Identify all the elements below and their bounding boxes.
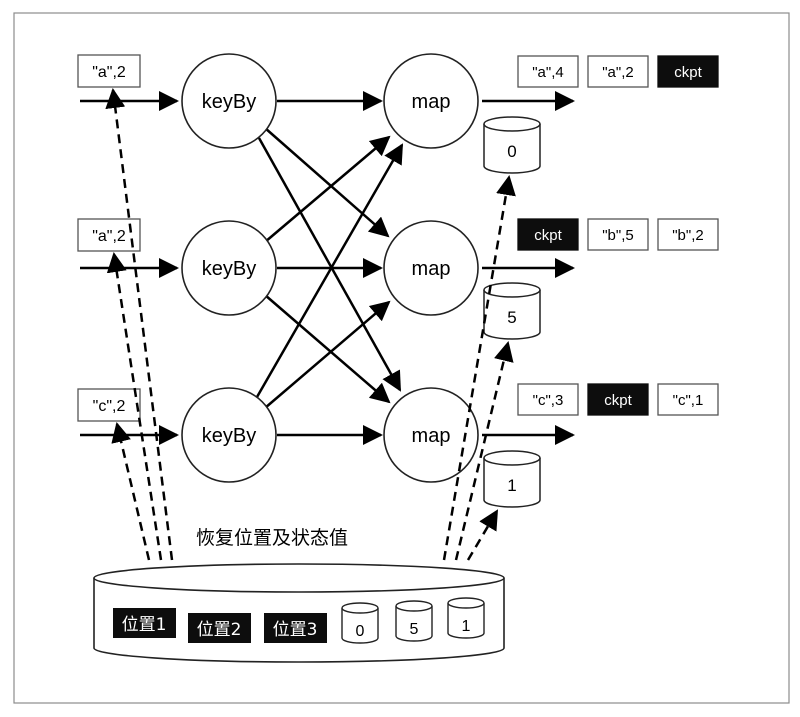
- map-operator-3: map: [383, 387, 479, 483]
- output-record: [517, 383, 579, 416]
- map-label: map: [412, 258, 451, 280]
- keyby-label: keyBy: [202, 91, 256, 113]
- edge-k2-m1: [264, 135, 391, 243]
- output-record-label: "b",2: [672, 227, 704, 244]
- checkpoint-barrier-label: ckpt: [534, 227, 562, 244]
- state-cylinder-1: 0: [483, 116, 541, 174]
- keyby-label: keyBy: [202, 258, 256, 280]
- edge-k3-m2: [264, 300, 391, 409]
- output-record: [587, 218, 649, 251]
- restore-arrow-state-2: [454, 341, 514, 561]
- stored-position-label: 位置1: [122, 615, 167, 635]
- stored-position-label: 位置3: [273, 620, 318, 640]
- keyby-operator-2: keyBy: [181, 220, 277, 316]
- edge-k2-m3: [264, 294, 391, 404]
- keyby-operator-3: keyBy: [181, 387, 277, 483]
- keyby-operator-1: keyBy: [181, 53, 277, 149]
- stored-position-2: [188, 613, 251, 643]
- checkpoint-barrier: [517, 218, 579, 251]
- restore-position-arrows: [105, 88, 174, 561]
- state-value: 0: [507, 142, 516, 161]
- restore-arrow-state-3: [466, 509, 499, 561]
- output-row-2: ckpt "b",5 "b",2: [517, 218, 719, 251]
- output-record: [587, 55, 649, 88]
- checkpoint-barrier-label: ckpt: [674, 64, 702, 81]
- output-record-label: "a",4: [532, 64, 564, 81]
- restore-label: 恢复位置及状态值: [196, 527, 348, 549]
- output-record-label: "c",3: [533, 392, 564, 409]
- stored-state-1: 0: [341, 602, 379, 644]
- output-record-label: "b",5: [602, 227, 634, 244]
- checkpoint-barrier: [587, 383, 649, 416]
- state-value: 1: [507, 476, 516, 495]
- restore-arrow-input-1: [105, 88, 174, 561]
- map-operator-2: map: [383, 220, 479, 316]
- restore-arrow-input-2: [106, 252, 163, 561]
- input-record-label: "a",2: [92, 64, 126, 81]
- output-record-label: "c",1: [673, 392, 704, 409]
- edge-k1-m2: [264, 127, 390, 238]
- state-cylinder-2: 5: [483, 282, 541, 340]
- stored-position-label: 位置2: [197, 620, 242, 640]
- restore-arrow-state-1: [442, 175, 516, 561]
- input-record-1: "a",2: [77, 54, 141, 88]
- restore-state-arrows: [442, 175, 516, 561]
- output-record: [517, 55, 579, 88]
- stored-state-value: 1: [462, 618, 471, 635]
- stored-position-1: [113, 608, 176, 638]
- input-record-label: "c",2: [93, 398, 126, 415]
- edge-k1-m3: [257, 137, 402, 392]
- output-row-1: "a",4 "a",2 ckpt: [517, 55, 719, 88]
- map-label: map: [412, 91, 451, 113]
- checkpoint-barrier-label: ckpt: [604, 392, 632, 409]
- stored-state-3: 1: [447, 597, 485, 639]
- output-row-3: "c",3 ckpt "c",1: [517, 383, 719, 416]
- output-record: [657, 383, 719, 416]
- state-value: 5: [507, 308, 516, 327]
- checkpoint-barrier: [657, 55, 719, 88]
- stored-position-3: [264, 613, 327, 643]
- output-record: [657, 218, 719, 251]
- checkpoint-storage: 位置1 位置2 位置3 0 5 1: [93, 563, 505, 663]
- input-record-3: "c",2: [77, 388, 141, 422]
- input-record-label: "a",2: [92, 228, 126, 245]
- restore-arrow-input-3: [111, 422, 151, 561]
- stored-state-value: 0: [356, 623, 365, 640]
- keyby-label: keyBy: [202, 425, 256, 447]
- output-record-label: "a",2: [602, 64, 634, 81]
- stored-state-value: 5: [410, 621, 419, 638]
- map-label: map: [412, 425, 451, 447]
- map-operator-1: map: [383, 53, 479, 149]
- stored-state-2: 5: [395, 600, 433, 642]
- diagram-frame: [13, 12, 790, 704]
- shuffle-edges: [255, 91, 404, 445]
- edge-k3-m1: [255, 143, 404, 398]
- state-cylinder-3: 1: [483, 450, 541, 508]
